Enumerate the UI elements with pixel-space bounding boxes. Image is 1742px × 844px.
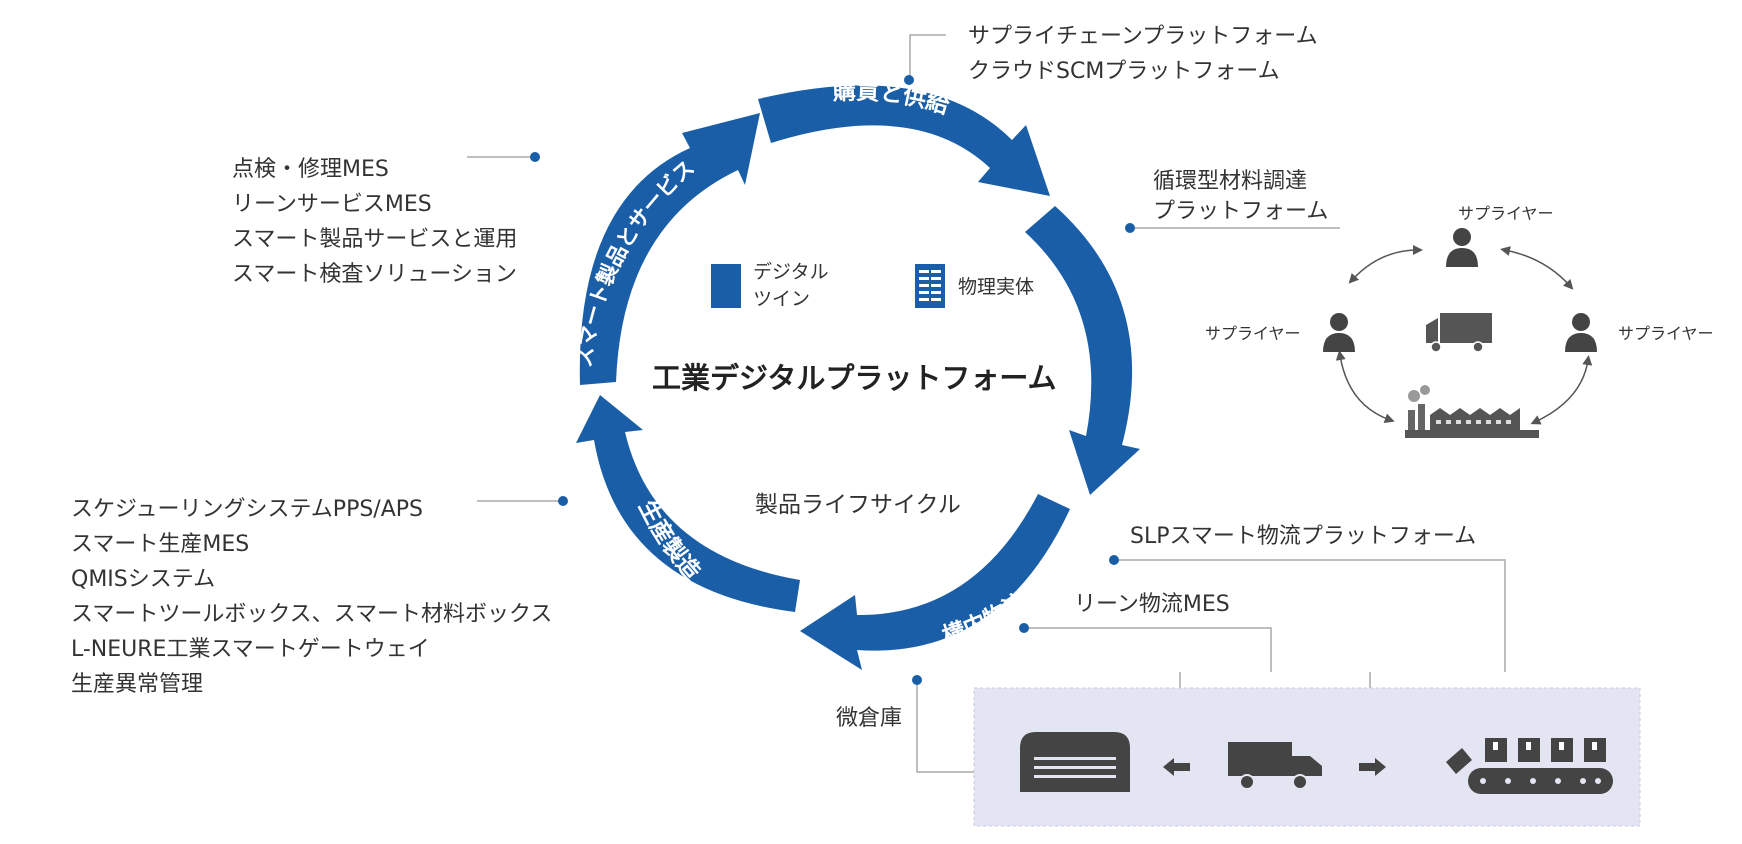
list-item: 循環型材料調達 (1153, 169, 1308, 194)
platform-title: 工業デジタルプラットフォーム (652, 361, 1057, 395)
arrow-left-icon (1163, 758, 1190, 776)
list-item: プラットフォーム (1153, 199, 1329, 224)
arrow-production (576, 395, 800, 612)
factory-icon (1405, 385, 1539, 438)
list-item: スマート製品サービスと運用 (232, 227, 518, 252)
cycle-ring (576, 85, 1140, 670)
list-item: スマートツールボックス、スマート材料ボックス (71, 602, 553, 627)
supplier-label-top: サプライヤー (1458, 204, 1554, 223)
arrow-right-icon (1359, 758, 1386, 776)
truck-icon (1228, 742, 1322, 790)
list-item: QMISシステム (71, 567, 216, 592)
legend-physical: 物理実体 (958, 276, 1035, 298)
lifecycle-label: 製品ライフサイクル (755, 492, 961, 518)
list-item: 点検・修理MES (232, 157, 389, 182)
connector-dots (530, 75, 1135, 685)
legend-digital-twin: デジタル ツイン (753, 259, 829, 313)
physical-entity-icon (915, 264, 945, 308)
circular-material-label: 循環型材料調達 プラットフォーム (1153, 167, 1328, 227)
supplier-person-icon (1446, 228, 1478, 267)
list-item: スマート生産MES (71, 532, 250, 557)
legend-digital-twin-line: デジタル (753, 261, 829, 283)
warehouse-icon (1020, 732, 1130, 792)
list-item: スマート検査ソリューション (232, 262, 517, 287)
arrow-service (579, 113, 760, 385)
supplier-label-right: サプライヤー (1618, 324, 1714, 343)
arrow-external (1025, 206, 1140, 495)
supplier-label-left: サプライヤー (1205, 324, 1301, 343)
digital-twin-icon (711, 264, 741, 308)
slp-platform-label: SLPスマート物流プラットフォーム (1130, 524, 1477, 549)
arrow-internal (800, 494, 1070, 670)
service-solution-list: 点検・修理MES リーンサービスMES スマート製品サービスと運用 スマート検査… (232, 152, 517, 292)
supplier-person-icon (1565, 313, 1597, 352)
production-system-list: スケジューリングシステムPPS/APS スマート生産MES QMISシステム ス… (71, 492, 552, 702)
micro-warehouse-label: 微倉庫 (836, 706, 903, 731)
list-item: クラウドSCMプラットフォーム (968, 59, 1280, 84)
list-item: L-NEURE工業スマートゲートウェイ (71, 637, 430, 662)
purchase-platform-list: サプライチェーンプラットフォーム クラウドSCMプラットフォーム (968, 19, 1318, 89)
conveyor-icon (1446, 738, 1613, 794)
list-item: リーンサービスMES (232, 192, 432, 217)
list-item: サプライチェーンプラットフォーム (968, 24, 1318, 49)
lean-logistics-label: リーン物流MES (1074, 592, 1230, 617)
supplier-network (1323, 228, 1597, 438)
list-item: スケジューリングシステムPPS/APS (71, 497, 423, 522)
list-item: 生産異常管理 (71, 672, 204, 697)
legend-digital-twin-line: ツイン (753, 288, 811, 310)
arrow-purchase (758, 85, 1050, 196)
truck-icon (1426, 313, 1492, 353)
supplier-person-icon (1323, 313, 1355, 352)
